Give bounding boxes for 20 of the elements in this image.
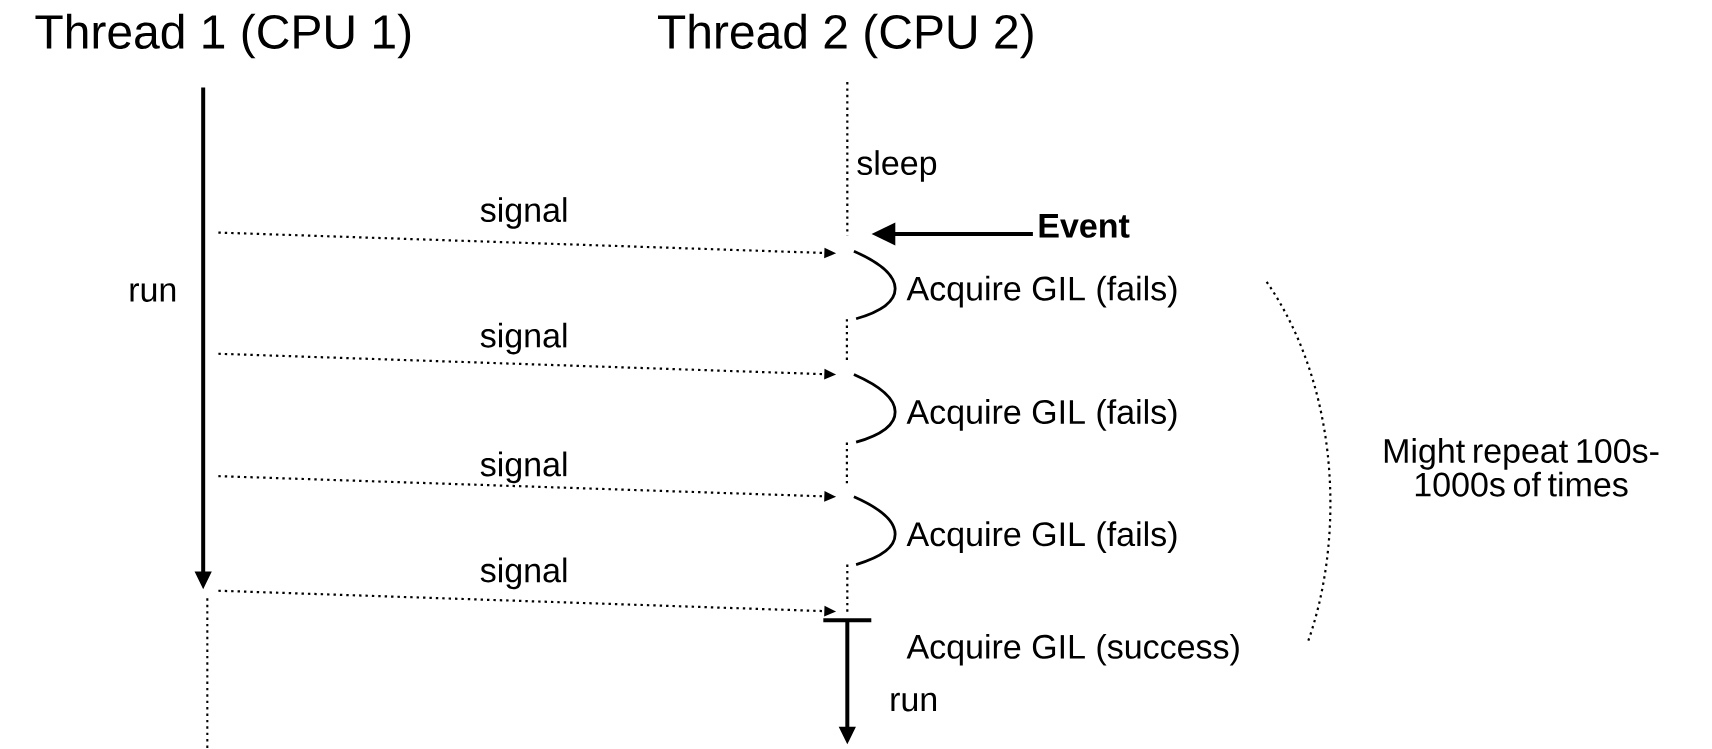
acquire-curve — [853, 495, 897, 566]
acquire-curve — [853, 373, 897, 444]
note-label: Might repeat 100s-1000s of times — [1384, 438, 1659, 497]
step-label: Acquire GIL (success) — [906, 633, 1239, 666]
signal-label: signal — [480, 322, 567, 355]
event-label: Event — [1039, 214, 1130, 238]
state-label: run — [891, 692, 936, 712]
signal-label: signal — [480, 451, 567, 484]
signal-label: signal — [480, 197, 567, 229]
step-label: Acquire GIL (fails) — [906, 521, 1177, 553]
state-label: sleep — [857, 150, 937, 182]
step-label: Acquire GIL (fails) — [906, 275, 1177, 308]
thread-heading: Thread 1 (CPU 1) — [35, 13, 411, 59]
state-label: run — [130, 283, 176, 302]
timeline — [845, 442, 848, 484]
thread-heading: Thread 2 (CPU 2) — [658, 13, 1033, 59]
signal-label: signal — [480, 557, 567, 590]
timeline — [845, 319, 848, 361]
step-label: Acquire GIL (fails) — [906, 399, 1177, 431]
acquire-curve — [853, 249, 897, 321]
